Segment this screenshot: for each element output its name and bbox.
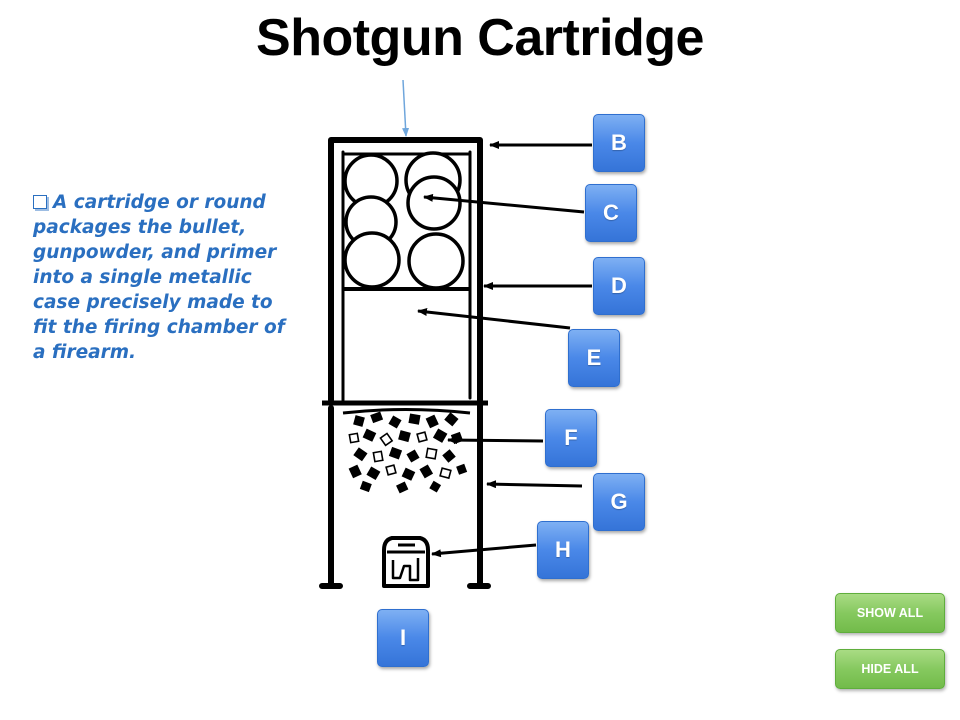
- shot-pellets: [343, 151, 465, 290]
- label-arrows: [417, 141, 592, 558]
- show-all-button[interactable]: SHOW ALL: [835, 593, 945, 633]
- label-d-button[interactable]: D: [593, 257, 645, 315]
- label-c-button[interactable]: C: [585, 184, 637, 242]
- powder-outline: [342, 408, 471, 415]
- description-text: A cartridge or round packages the bullet…: [33, 190, 295, 365]
- arrow-g: [486, 480, 583, 489]
- label-e-button[interactable]: E: [568, 329, 620, 387]
- top-pointer-arrow: [402, 79, 410, 137]
- powder-granules: [348, 411, 468, 494]
- label-h-button[interactable]: H: [537, 521, 589, 579]
- description-body: A cartridge or round packages the bullet…: [33, 192, 285, 363]
- arrow-c: [423, 193, 585, 214]
- hide-all-button[interactable]: HIDE ALL: [835, 649, 945, 689]
- cartridge-shell: [319, 137, 491, 589]
- label-b-button[interactable]: B: [593, 114, 645, 172]
- primer: [382, 536, 430, 588]
- page-title: Shotgun Cartridge: [256, 9, 704, 67]
- arrow-e: [417, 308, 571, 330]
- checkbox-bullet-icon: [33, 195, 47, 209]
- label-f-button[interactable]: F: [545, 409, 597, 467]
- arrow-f: [447, 436, 544, 445]
- arrow-h: [431, 543, 537, 558]
- label-g-button[interactable]: G: [593, 473, 645, 531]
- label-i-button[interactable]: I: [377, 609, 429, 667]
